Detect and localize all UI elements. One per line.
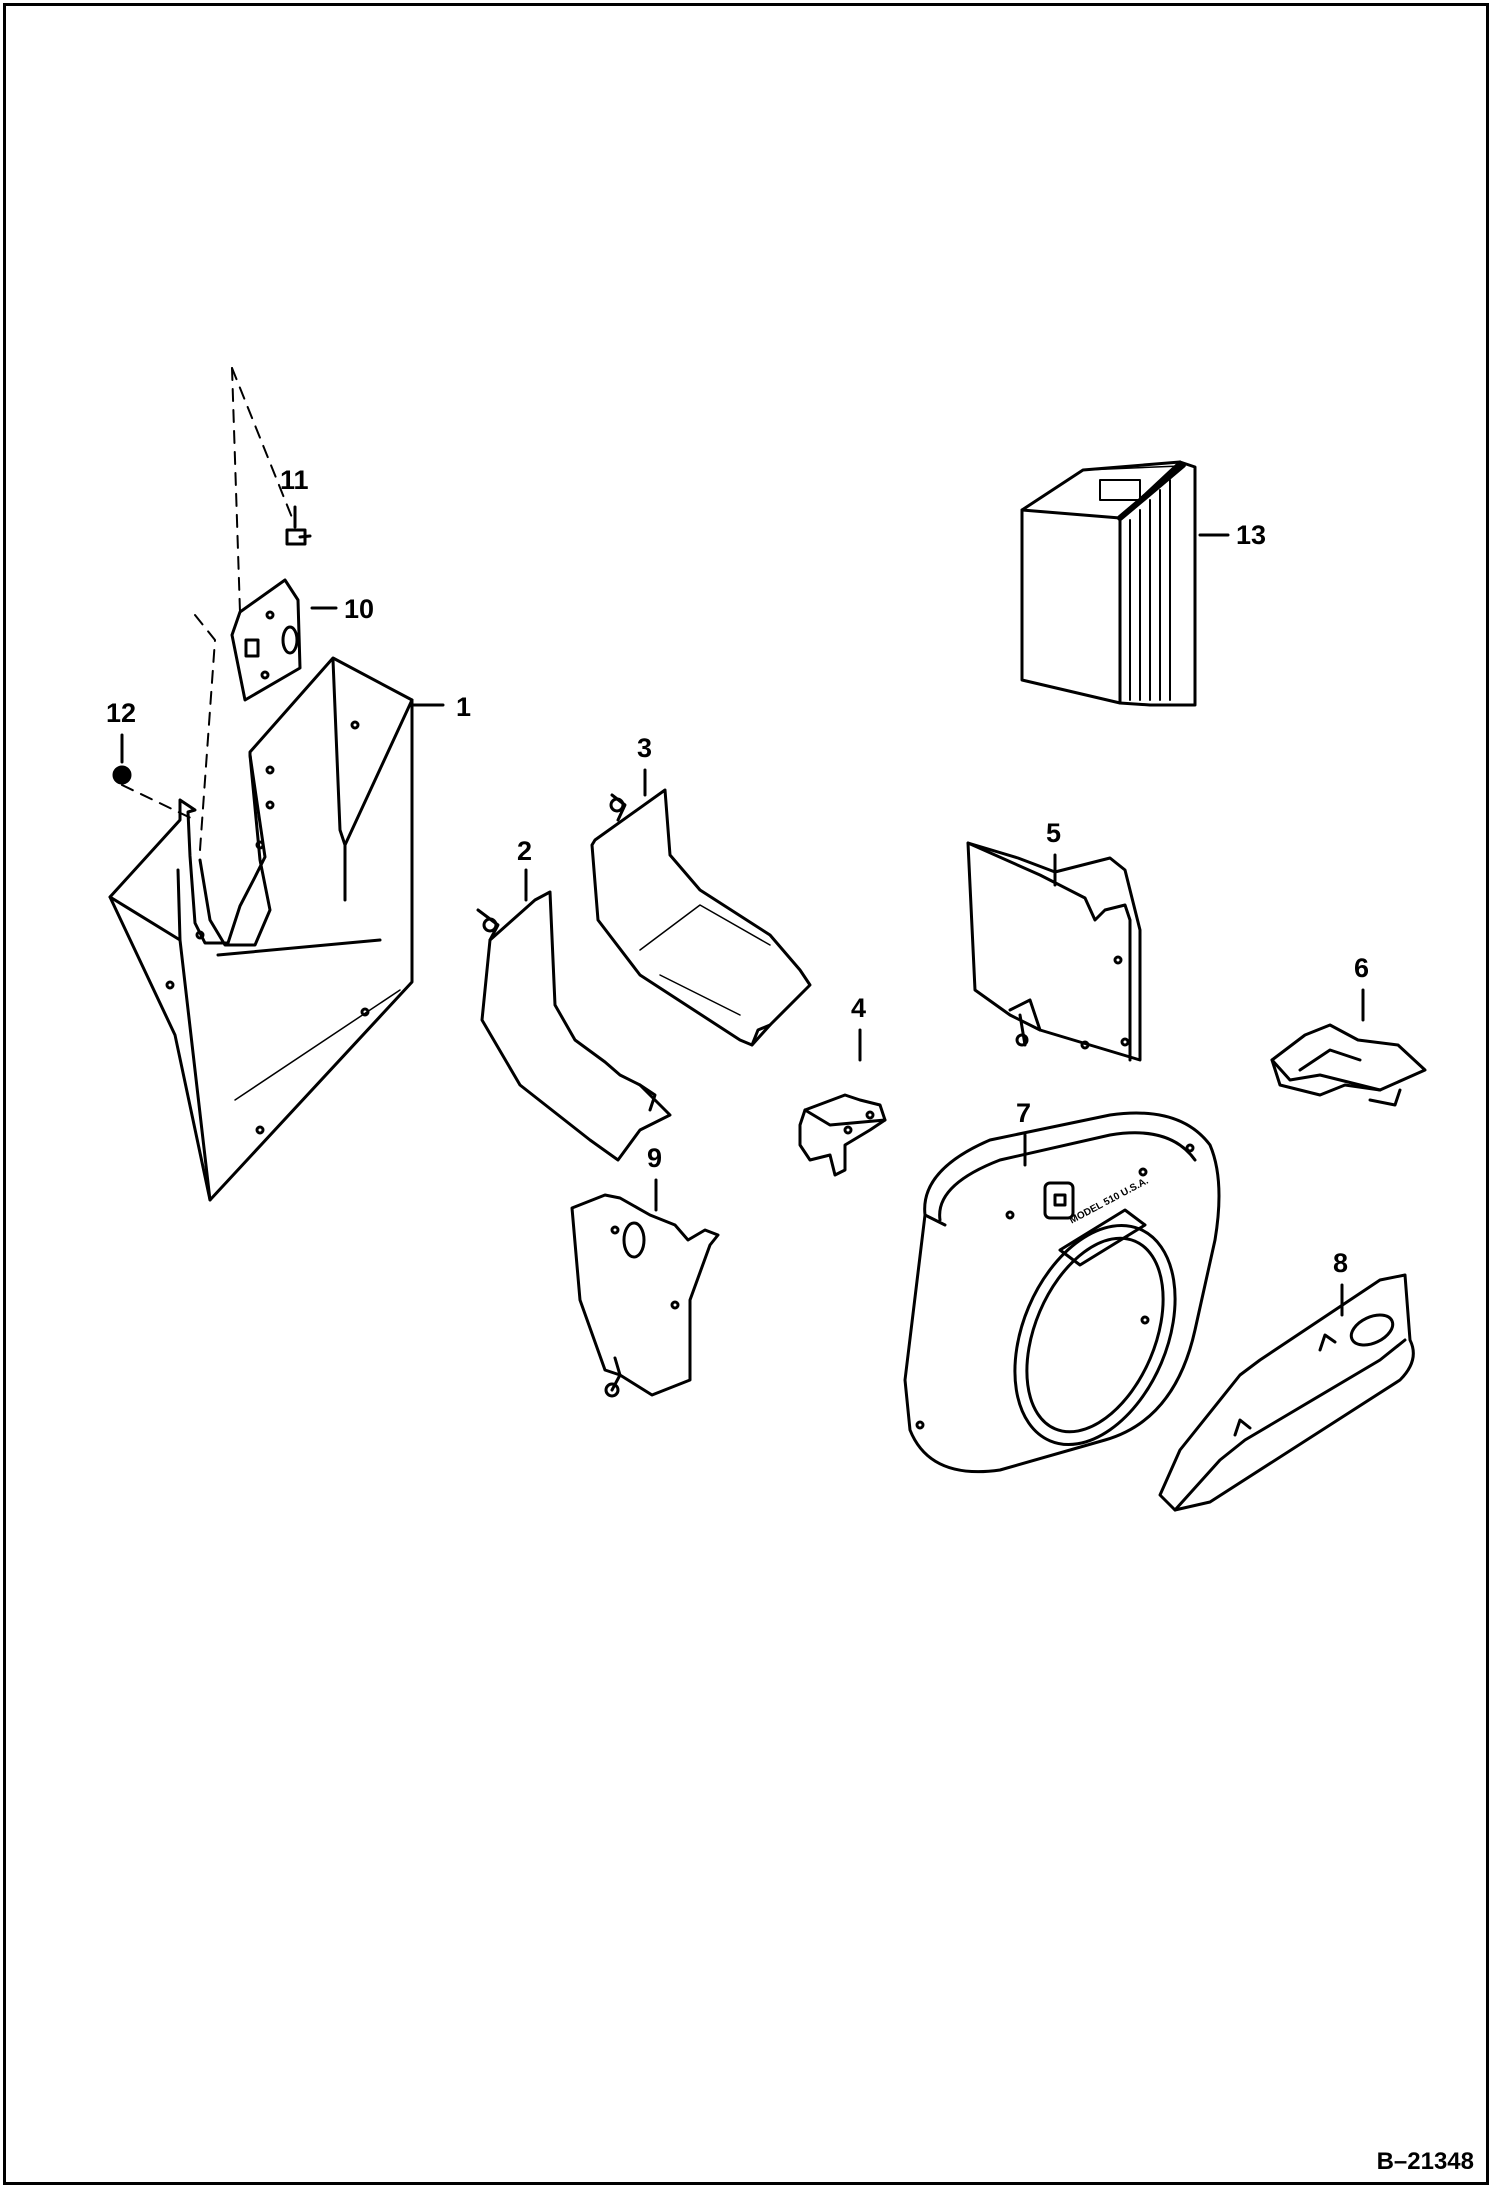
callout-9: 9: [647, 1143, 663, 1173]
callout-5: 5: [1046, 818, 1062, 848]
callout-12: 12: [106, 698, 137, 728]
part-7-blower-housing: [903, 1111, 1221, 1474]
part-1-shroud: [108, 656, 414, 1202]
leader-lines: [120, 505, 1365, 1317]
drawing-border: [3, 3, 1489, 2185]
callout-11: 11: [280, 465, 309, 495]
callout-1: 1: [456, 692, 472, 722]
part-8-strip: [1158, 1273, 1415, 1512]
figure-reference: B–21348: [1376, 2148, 1474, 2175]
part-2-baffle: [476, 890, 672, 1162]
part-13-decal-pack: [1020, 460, 1197, 707]
part-6-bracket: [1270, 1023, 1427, 1107]
part-3-baffle: [590, 788, 812, 1047]
part-4-clip: [798, 1093, 887, 1177]
part-12-nut: [112, 765, 132, 785]
part-5-cover: [966, 841, 1142, 1062]
part-10-bracket: [230, 578, 302, 702]
callout-13: 13: [1236, 520, 1267, 550]
callout-7: 7: [1016, 1098, 1032, 1128]
callout-3: 3: [637, 733, 653, 763]
callout-2: 2: [517, 836, 533, 866]
callout-6: 6: [1354, 953, 1370, 983]
callout-4: 4: [851, 993, 867, 1023]
part-9-cover: [570, 1193, 720, 1398]
assembly-dashed-lines: [121, 367, 296, 851]
callout-8: 8: [1333, 1248, 1349, 1278]
callout-10: 10: [344, 594, 375, 624]
part-11-bolt: [285, 528, 312, 546]
